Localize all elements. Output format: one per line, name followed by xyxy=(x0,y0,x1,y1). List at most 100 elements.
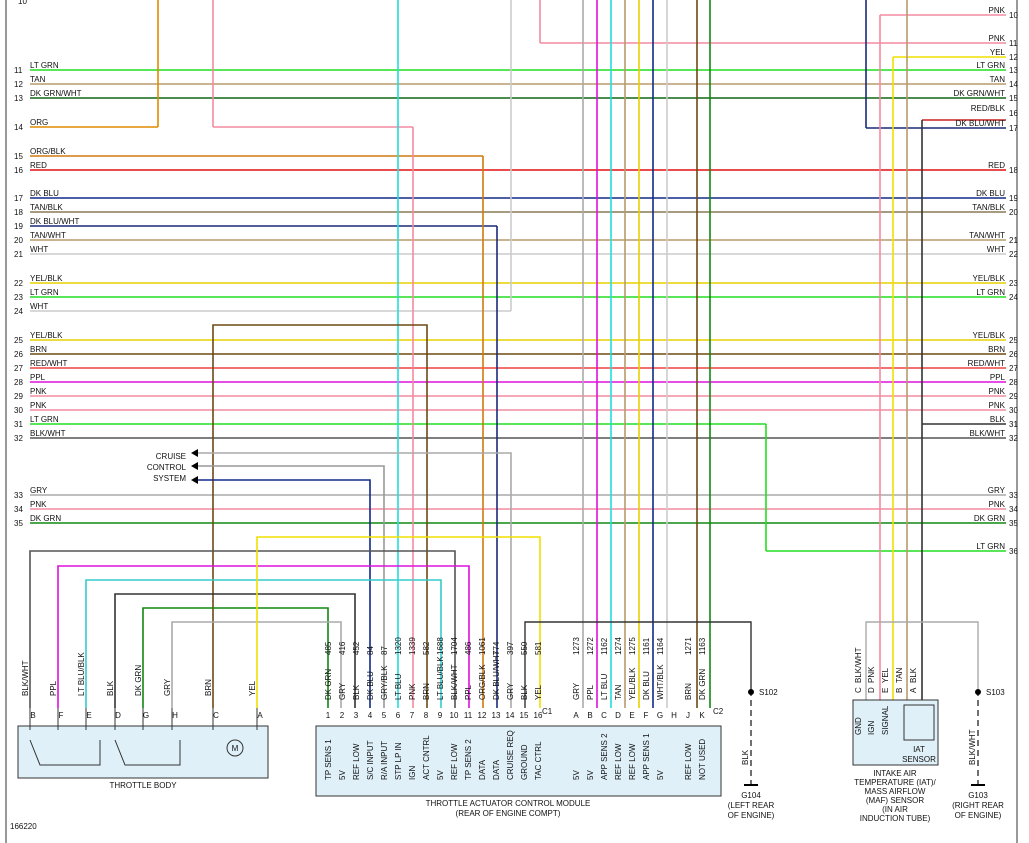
right-pin-number: 24 xyxy=(1009,293,1018,302)
right-wire-label: LT GRN xyxy=(976,542,1005,551)
c1-circuit: 87 xyxy=(380,646,389,655)
right-pin-number: 32 xyxy=(1009,434,1018,443)
tb-pin-letter: H xyxy=(172,711,178,720)
right-pin-number: 13 xyxy=(1009,66,1018,75)
right-wire-label: YEL xyxy=(990,48,1006,57)
right-wire-label: DK GRN xyxy=(974,514,1005,523)
c1-func: TP SENS 1 xyxy=(324,739,333,780)
left-pin-number: 17 xyxy=(14,194,23,203)
cruise-label: SYSTEM xyxy=(153,474,186,483)
c2-label: C2 xyxy=(713,707,724,716)
right-wire-label: BLK xyxy=(990,415,1006,424)
c1-func: R/A INPUT xyxy=(380,741,389,780)
wire-ground xyxy=(865,621,979,708)
right-wire-label: TAN/BLK xyxy=(972,203,1005,212)
c1-wire: GRY/BLK xyxy=(380,665,389,700)
harness-verticals xyxy=(29,0,979,785)
c1-wire: PPL xyxy=(464,684,473,700)
tb-pin-letter: E xyxy=(86,711,91,720)
c1-circuit: 397 xyxy=(506,641,515,655)
left-wire-label: BRN xyxy=(30,345,47,354)
g103-desc: (RIGHT REAR xyxy=(952,801,1004,810)
right-pin-number: 23 xyxy=(1009,279,1018,288)
right-pin-number: 35 xyxy=(1009,519,1018,528)
right-pin-number: 17 xyxy=(1009,124,1018,133)
iat-pin-label: B xyxy=(895,688,904,693)
c1-wire: PNK xyxy=(408,683,417,700)
left-wire-label: LT GRN xyxy=(30,288,59,297)
right-wire-label: DK GRN/WHT xyxy=(953,89,1005,98)
c2-func: 5V xyxy=(572,770,581,780)
left-wire-label: RED xyxy=(30,161,47,170)
c1-pin: 6 xyxy=(396,711,401,720)
left-pin-number: 19 xyxy=(14,222,23,231)
c2-circuit: 1273 xyxy=(572,637,581,655)
right-pin-number: 22 xyxy=(1009,250,1018,259)
left-wire-label: DK GRN/WHT xyxy=(30,89,82,98)
right-wire-label: GRY xyxy=(988,486,1006,495)
tb-pin-letter: G xyxy=(143,711,149,720)
wire-throttle-body xyxy=(85,579,442,708)
right-wire-label: LT GRN xyxy=(976,61,1005,70)
c1-wire: DK GRN xyxy=(324,669,333,700)
left-pin-number: 34 xyxy=(14,505,23,514)
wire-throttle-body xyxy=(29,550,456,708)
right-wire-label: BLK/WHT xyxy=(969,429,1005,438)
c1-circuit: 84 xyxy=(366,646,375,655)
c2-pin: F xyxy=(644,711,649,720)
left-pin-number: 27 xyxy=(14,364,23,373)
tb-pot xyxy=(29,739,101,766)
splice-s103-label: S103 xyxy=(986,688,1005,697)
c1-pin: 4 xyxy=(368,711,373,720)
tb-pin-letter: C xyxy=(213,711,219,720)
c1-circuit: 486 xyxy=(464,641,473,655)
c2-pin: E xyxy=(629,711,634,720)
c1-circuit: 485 xyxy=(324,641,333,655)
right-pin-number: 10 xyxy=(1009,11,1018,20)
throttle-body-box xyxy=(17,725,269,779)
c2-func: 5V xyxy=(586,770,595,780)
right-pin-number: 19 xyxy=(1009,194,1018,203)
c1-pin: 5 xyxy=(382,711,387,720)
left-wire-label: DK BLU/WHT xyxy=(30,217,79,226)
right-wire-label: PPL xyxy=(990,373,1006,382)
c2-circuit: 1162 xyxy=(600,637,609,655)
wire-cruise xyxy=(197,479,371,708)
c1-func: DATA xyxy=(492,759,501,780)
c2-func: APP SENS 2 xyxy=(600,733,609,780)
right-wire-label: RED/BLK xyxy=(971,104,1006,113)
arrow-head xyxy=(191,462,198,470)
motor-symbol xyxy=(226,739,244,757)
c2-circuit: 1271 xyxy=(684,637,693,655)
left-wire-label: PNK xyxy=(30,401,47,410)
left-wire-label: TAN/BLK xyxy=(30,203,63,212)
g104-wire: BLK xyxy=(741,749,750,765)
iat-wire-label: YEL xyxy=(881,667,890,683)
tb-pot xyxy=(114,739,181,766)
right-wire-label: TAN/WHT xyxy=(969,231,1005,240)
left-pin-number: 11 xyxy=(14,66,23,75)
right-pin-number: 16 xyxy=(1009,109,1018,118)
c1-wire: BLK/WHT xyxy=(450,664,459,700)
right-wire-label: PNK xyxy=(989,34,1006,43)
throttle-body-title: THROTTLE BODY xyxy=(109,781,177,790)
right-pin-number: 20 xyxy=(1009,208,1018,217)
right-pin-number: 33 xyxy=(1009,491,1018,500)
tb-wire-label: PPL xyxy=(49,680,58,696)
c2-func: NOT USED xyxy=(698,739,707,780)
c2-wire: WHT/BLK xyxy=(656,664,665,700)
right-wire-label: PNK xyxy=(989,500,1006,509)
right-pin-number: 11 xyxy=(1009,39,1018,48)
right-pin-number: 28 xyxy=(1009,378,1018,387)
left-pin-number: 14 xyxy=(14,123,23,132)
c1-circuit: 416 xyxy=(338,641,347,655)
c2-circuit: 1275 xyxy=(628,637,637,655)
c1-func: REF LOW xyxy=(352,743,361,780)
c1-pin: 8 xyxy=(424,711,429,720)
right-pin-number: 27 xyxy=(1009,364,1018,373)
figure-id: 166220 xyxy=(10,822,37,831)
c1-pin: 3 xyxy=(354,711,359,720)
right-wire-label: PNK xyxy=(989,387,1006,396)
left-pin-number: 18 xyxy=(14,208,23,217)
c2-pin: G xyxy=(657,711,663,720)
